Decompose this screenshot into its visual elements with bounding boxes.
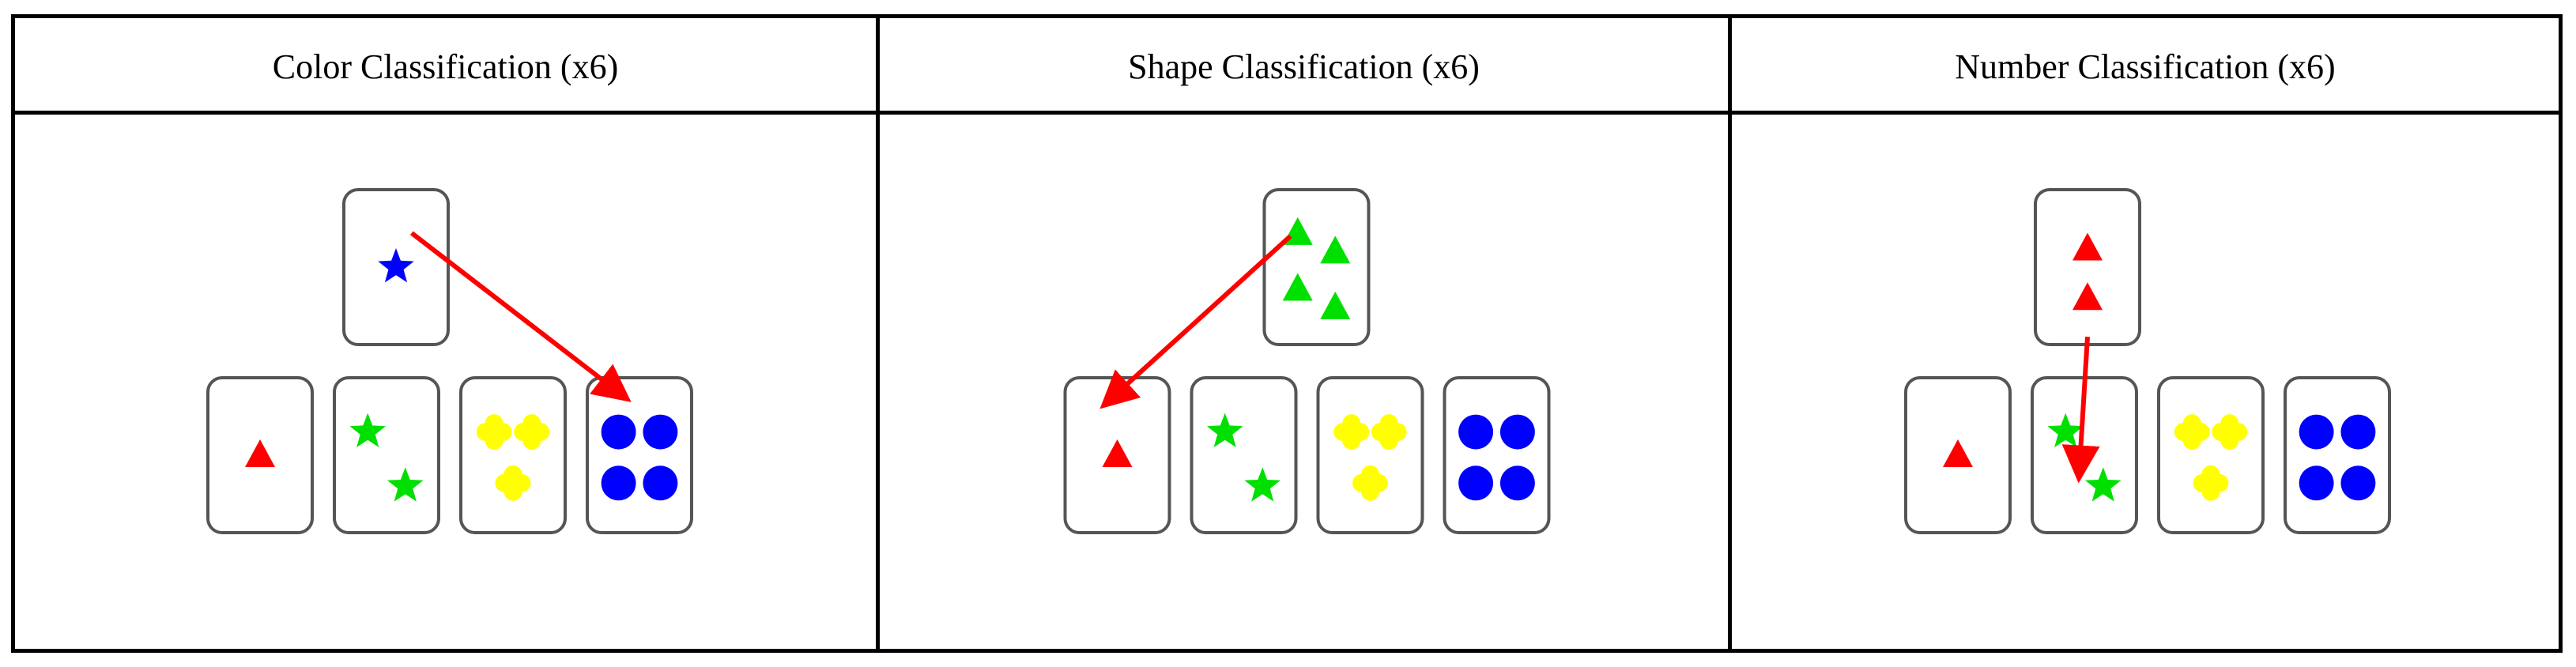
red-triangle-icon — [1943, 439, 1973, 467]
green-star-icon — [2047, 413, 2084, 447]
reference-card-4 — [2284, 376, 2391, 534]
green-triangle-icon — [1320, 236, 1351, 264]
card-outline — [459, 376, 567, 534]
blue-circle-icon — [1458, 465, 1494, 501]
blue-circle-icon — [601, 465, 636, 501]
column-divider-2 — [1728, 18, 1732, 649]
yellow-cross-icon — [1352, 465, 1388, 501]
blue-circle-icon — [1458, 414, 1494, 450]
match-arrow — [1099, 234, 1292, 409]
card-outline — [2284, 376, 2391, 534]
card-outline — [1443, 376, 1551, 534]
card-outline — [1262, 188, 1371, 346]
target-card — [342, 188, 450, 346]
card-outline — [586, 376, 693, 534]
green-triangle-icon — [1282, 273, 1313, 301]
blue-circle-icon — [2299, 414, 2334, 450]
match-arrow — [2061, 337, 2100, 484]
red-triangle-icon — [2072, 232, 2103, 261]
yellow-cross-icon — [2174, 414, 2210, 450]
yellow-cross-icon — [1371, 414, 1407, 450]
yellow-cross-icon — [1333, 414, 1370, 450]
green-triangle-icon — [1320, 291, 1351, 319]
yellow-cross-icon — [495, 465, 531, 501]
card-outline — [1190, 376, 1298, 534]
card-outline — [1316, 376, 1424, 534]
panel-title-color: Color Classification (x6) — [272, 47, 619, 86]
red-triangle-icon — [2072, 282, 2103, 311]
green-star-icon — [1206, 413, 1243, 447]
panel-title-number: Number Classification (x6) — [1955, 47, 2336, 86]
card-outline — [2034, 188, 2141, 346]
green-star-icon — [387, 467, 424, 502]
reference-card-2 — [1190, 376, 1298, 534]
blue-circle-icon — [1499, 465, 1535, 501]
target-card — [2034, 188, 2141, 346]
blue-circle-icon — [643, 465, 678, 501]
panel-title-shape: Shape Classification (x6) — [1128, 47, 1480, 86]
red-triangle-icon — [1102, 439, 1133, 467]
blue-star-icon — [378, 248, 414, 283]
yellow-cross-icon — [514, 414, 550, 450]
column-divider-1 — [876, 18, 880, 649]
reference-card-1 — [1063, 376, 1171, 534]
yellow-cross-icon — [2212, 414, 2248, 450]
green-star-icon — [2084, 467, 2122, 502]
green-star-icon — [349, 413, 387, 447]
match-arrow — [409, 231, 632, 402]
blue-circle-icon — [643, 414, 678, 450]
yellow-cross-icon — [476, 414, 512, 450]
reference-card-4 — [1443, 376, 1551, 534]
header-row — [15, 18, 2559, 115]
blue-circle-icon — [1499, 414, 1535, 450]
card-outline — [333, 376, 440, 534]
reference-card-1 — [1904, 376, 2012, 534]
yellow-cross-icon — [2193, 465, 2229, 501]
blue-circle-icon — [2340, 414, 2376, 450]
reference-card-1 — [206, 376, 314, 534]
reference-card-3 — [2157, 376, 2265, 534]
reference-card-3 — [1316, 376, 1424, 534]
card-outline — [2157, 376, 2265, 534]
red-triangle-icon — [245, 439, 275, 467]
blue-circle-icon — [601, 414, 636, 450]
blue-circle-icon — [2299, 465, 2334, 501]
blue-circle-icon — [2340, 465, 2376, 501]
reference-card-3 — [459, 376, 567, 534]
target-card — [1262, 188, 1371, 346]
reference-card-4 — [586, 376, 693, 534]
green-star-icon — [1244, 467, 1281, 502]
reference-card-2 — [333, 376, 440, 534]
